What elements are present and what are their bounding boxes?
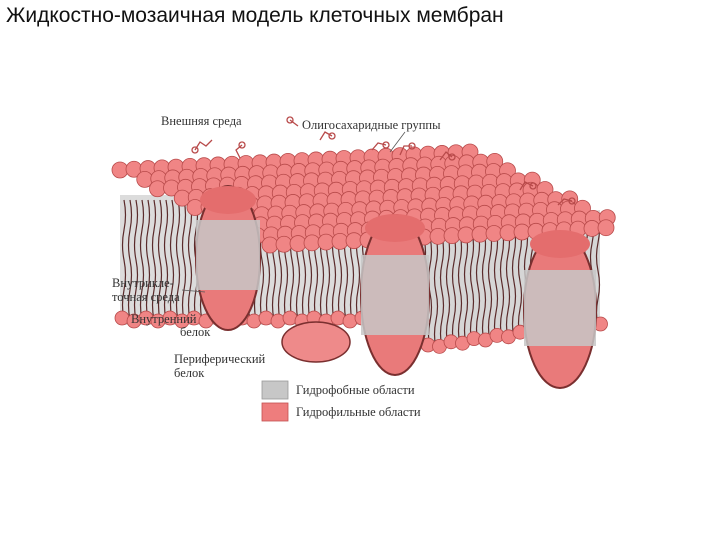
- oligosaccharide-chains: [191, 116, 576, 206]
- label-peripheral-2: белок: [174, 366, 205, 380]
- integral-protein-right: [523, 230, 597, 389]
- label-intracellular-2: точная среда: [112, 290, 180, 304]
- label-integral-1: Внутренний: [131, 312, 197, 326]
- pointer-oligo: [389, 131, 406, 153]
- peripheral-protein: [281, 321, 351, 363]
- label-peripheral-1: Периферический: [174, 352, 266, 366]
- label-oligosaccharide: Олигосахаридные группы: [302, 118, 441, 132]
- legend-swatch-hydrophilic: [261, 402, 289, 422]
- pointer-integral: [181, 289, 206, 293]
- label-outer-medium: Внешняя среда: [161, 114, 242, 128]
- legend-label-hydrophilic: Гидрофильные области: [296, 405, 421, 419]
- label-intracellular-1: Внутрикле-: [112, 276, 174, 290]
- legend-label-hydrophobic: Гидрофобные области: [296, 383, 415, 397]
- label-integral-2: белок: [180, 325, 211, 339]
- integral-protein-left: [195, 185, 261, 331]
- integral-protein-center: [360, 214, 430, 376]
- legend-swatch-hydrophobic: [261, 380, 289, 400]
- page-title: Жидкостно-мозаичная модель клеточных мем…: [6, 4, 504, 27]
